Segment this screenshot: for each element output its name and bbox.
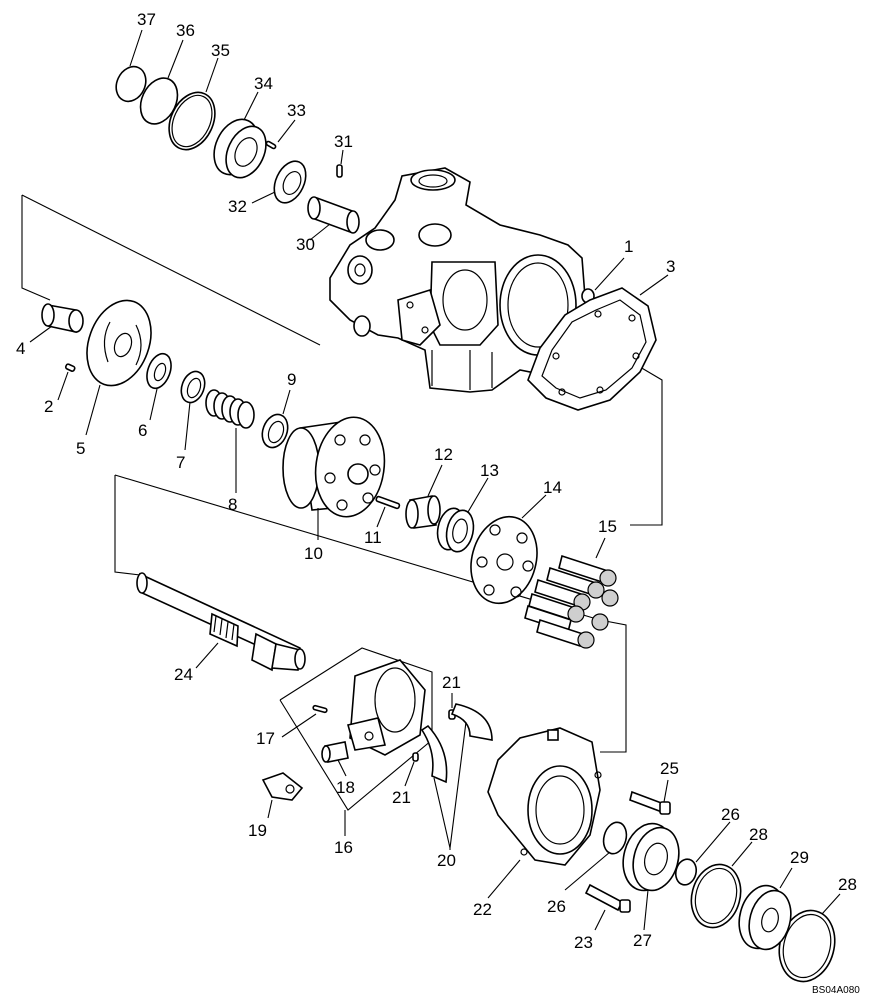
part-29-seal — [738, 884, 792, 951]
part-35-o-ring — [168, 91, 216, 151]
callout-28-lower: 28 — [838, 875, 857, 894]
part-37-o-ring — [115, 65, 147, 103]
callout-labels: 37 36 35 34 33 31 32 30 1 3 4 2 5 6 7 8 … — [16, 10, 860, 996]
part-23-bolt — [584, 883, 631, 913]
part-17-pin — [312, 704, 328, 714]
callout-16: 16 — [334, 838, 353, 857]
part-3-gasket — [527, 287, 657, 411]
callout-22: 22 — [473, 900, 492, 919]
callout-28-upper: 28 — [749, 825, 768, 844]
part-25-shaft — [136, 572, 306, 672]
callout-6: 6 — [138, 421, 147, 440]
callout-2: 2 — [44, 397, 53, 416]
part-6-washer — [146, 352, 172, 390]
part-5-port-plate — [86, 299, 152, 387]
part-10-cylinder-block — [282, 416, 386, 518]
callout-11: 11 — [364, 528, 382, 547]
diagram-code: BS04A080 — [812, 985, 860, 996]
callout-32: 32 — [228, 197, 247, 216]
part-14-retainer-plate — [470, 515, 538, 605]
callout-7: 7 — [176, 453, 185, 472]
part-2-pin — [64, 363, 76, 372]
callout-21-upper: 21 — [442, 673, 461, 692]
callout-26-lower: 26 — [547, 897, 566, 916]
part-11-pin — [375, 495, 401, 510]
part-33-pin — [265, 140, 277, 150]
callout-35: 35 — [211, 41, 230, 60]
callout-31: 31 — [334, 132, 353, 151]
callout-37: 37 — [137, 10, 156, 29]
part-22-end-cover — [487, 727, 602, 866]
callout-26-upper: 26 — [721, 805, 740, 824]
callout-19: 19 — [248, 821, 267, 840]
part-30-bushing — [307, 196, 360, 234]
callout-33: 33 — [287, 101, 306, 120]
part-16-swashplate-group — [279, 647, 433, 811]
part-13-needle-bearing — [436, 507, 475, 553]
callout-36: 36 — [176, 21, 195, 40]
part-7-washer — [180, 370, 206, 404]
part-4-needle-bearing — [41, 303, 84, 333]
callout-29: 29 — [790, 848, 809, 867]
callout-15: 15 — [598, 517, 617, 536]
callout-27: 27 — [633, 931, 652, 950]
callout-21-lower: 21 — [392, 788, 411, 807]
part-21-pin-lower — [412, 752, 419, 762]
callout-1: 1 — [624, 237, 633, 256]
part-9-washer — [261, 413, 289, 449]
callout-25: 24 — [174, 665, 193, 684]
callout-4: 4 — [16, 339, 25, 358]
callout-12: 12 — [434, 445, 453, 464]
part-27-bearing — [622, 822, 680, 892]
leader-lines — [29, 29, 841, 931]
part-32-gear — [273, 160, 307, 204]
part-20-bearing-halves — [420, 703, 493, 784]
callout-23: 23 — [574, 933, 593, 952]
callout-5: 5 — [76, 439, 85, 458]
part-18-pin — [321, 741, 349, 763]
callout-14: 14 — [543, 478, 562, 497]
callout-24: 25 — [660, 759, 679, 778]
part-8-spring — [205, 389, 255, 429]
callout-13: 13 — [480, 461, 499, 480]
callout-9: 9 — [287, 370, 296, 389]
part-12-bushing — [405, 495, 441, 529]
callout-18: 18 — [336, 778, 355, 797]
callout-10: 10 — [304, 544, 323, 563]
callout-30: 30 — [296, 235, 315, 254]
callout-8: 8 — [228, 495, 237, 514]
part-15-pistons — [524, 554, 619, 649]
callout-3: 3 — [666, 257, 675, 276]
callout-20: 20 — [437, 851, 456, 870]
part-24-bolt — [629, 790, 671, 815]
part-28-snap-ring-upper — [690, 863, 742, 929]
part-26-ring-upper — [602, 821, 628, 855]
callout-17: 17 — [256, 729, 275, 748]
part-19-block — [261, 772, 304, 801]
part-34-bearing — [213, 118, 267, 179]
callout-34: 34 — [254, 74, 273, 93]
part-31-pin — [336, 164, 343, 178]
